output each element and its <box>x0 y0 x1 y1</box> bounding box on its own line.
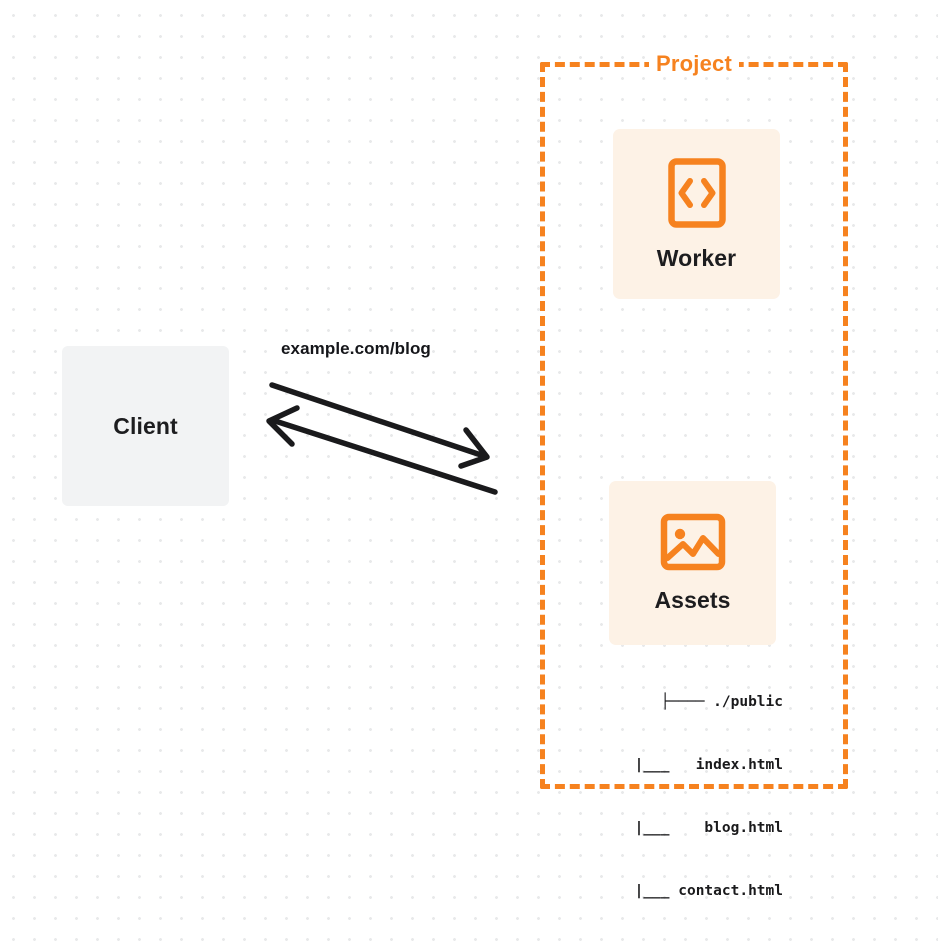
tree-line: |___ index.html <box>617 757 783 773</box>
assets-file-tree: ├──── ./public |___ index.html |___ blog… <box>583 650 783 944</box>
edge-label-url: example.com/blog <box>281 339 431 358</box>
client-node[interactable]: Client <box>62 346 229 506</box>
project-group-label: Project <box>649 51 739 77</box>
worker-node[interactable]: Worker <box>613 129 780 299</box>
code-brackets-icon <box>667 157 727 229</box>
image-icon <box>660 513 726 571</box>
assets-node-label: Assets <box>654 586 731 613</box>
request-arrow <box>269 382 490 469</box>
assets-node[interactable]: Assets <box>609 481 776 645</box>
project-group-boundary: Project <box>540 51 848 789</box>
client-node-label: Client <box>113 412 178 439</box>
tree-line: |___ blog.html <box>617 820 783 836</box>
response-arrow <box>266 405 498 495</box>
worker-node-label: Worker <box>656 244 737 271</box>
tree-line: ├──── ./public <box>660 694 783 710</box>
tree-line: |___ contact.html <box>617 883 783 899</box>
diagram-canvas: Client example.com/blog Project Worker <box>62 51 848 899</box>
